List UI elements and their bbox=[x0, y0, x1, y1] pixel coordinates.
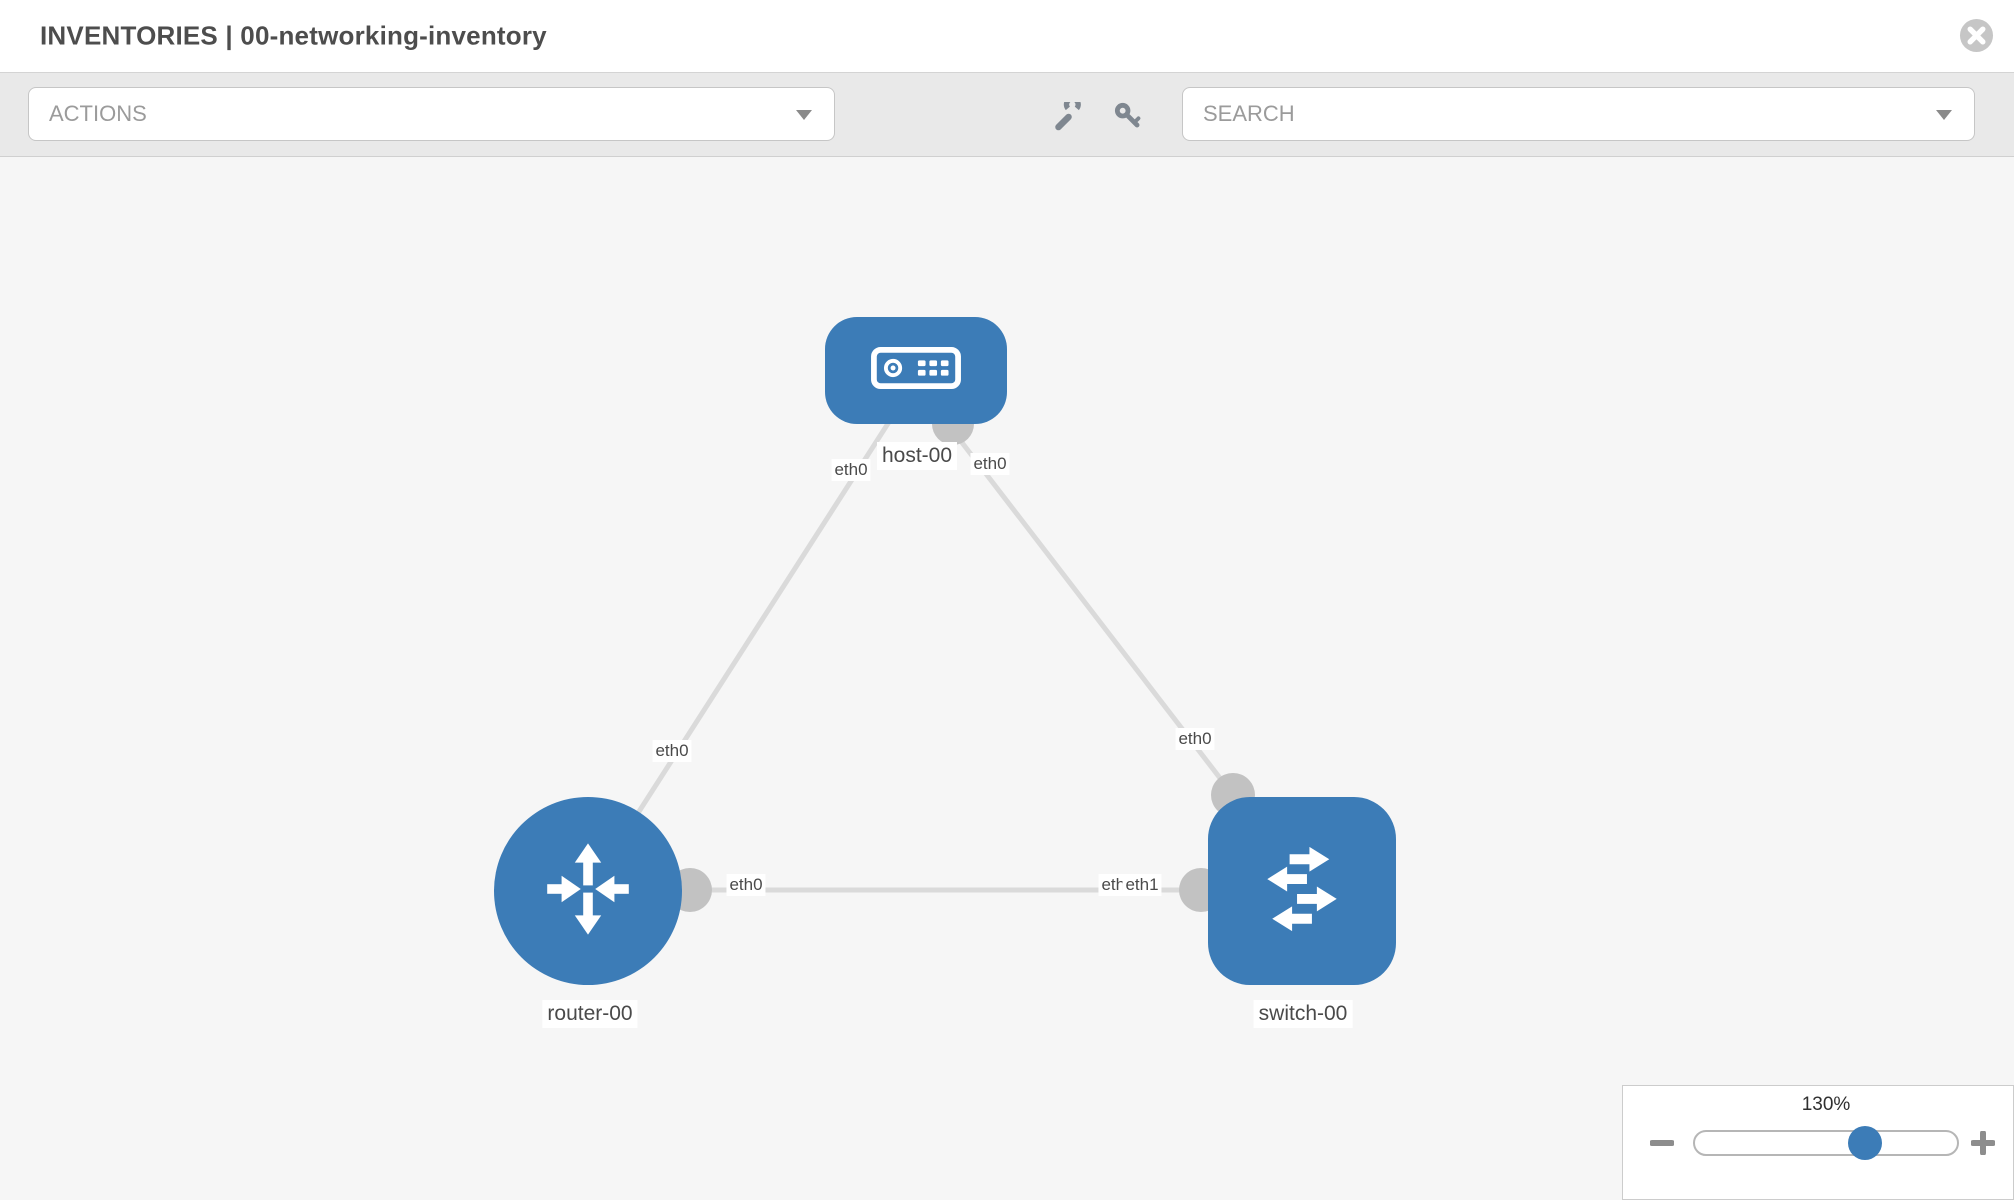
node-label-router-00: router-00 bbox=[542, 1000, 638, 1028]
page-title: INVENTORIES | 00-networking-inventory bbox=[40, 20, 547, 51]
iface-label-host-left: eth0 bbox=[831, 459, 871, 481]
node-switch-00[interactable] bbox=[1208, 797, 1396, 985]
zoom-level-value: 130% bbox=[1801, 1094, 1851, 1115]
zoom-panel: 130% bbox=[1622, 1085, 2014, 1200]
topology-edges bbox=[585, 395, 1302, 912]
search-dropdown-label: SEARCH bbox=[1203, 101, 1295, 126]
actions-dropdown-label: ACTIONS bbox=[49, 101, 147, 126]
credentials-button[interactable] bbox=[1112, 100, 1144, 132]
node-host-00[interactable] bbox=[825, 317, 1007, 424]
node-router-00[interactable] bbox=[494, 797, 682, 985]
iface-label-router-top: eth0 bbox=[652, 740, 692, 762]
close-icon bbox=[1959, 18, 1994, 56]
chevron-down-icon bbox=[1936, 110, 1952, 120]
actions-dropdown[interactable]: ACTIONS bbox=[28, 87, 835, 141]
node-label-host-00: host-00 bbox=[876, 442, 958, 470]
zoom-out-button[interactable] bbox=[1649, 1131, 1675, 1158]
page-header: INVENTORIES | 00-networking-inventory bbox=[0, 0, 2014, 72]
iface-label-switch-left-front: eth1 bbox=[1122, 874, 1162, 896]
topology-canvas[interactable]: host-00 router-00 switch-00 eth0 eth0 et… bbox=[0, 157, 2014, 1200]
close-button[interactable] bbox=[1959, 18, 1994, 53]
host-icon bbox=[870, 346, 962, 395]
zoom-in-button[interactable] bbox=[1970, 1130, 1996, 1158]
zoom-slider-track[interactable] bbox=[1693, 1130, 1959, 1156]
configure-button[interactable] bbox=[1051, 96, 1083, 137]
iface-label-host-right: eth0 bbox=[970, 453, 1010, 475]
iface-label-router-right: eth0 bbox=[726, 874, 766, 896]
chevron-down-icon bbox=[796, 110, 812, 120]
switch-icon bbox=[1240, 827, 1364, 956]
router-icon bbox=[528, 829, 648, 954]
iface-label-switch-top: eth0 bbox=[1175, 728, 1215, 750]
node-label-switch-00: switch-00 bbox=[1253, 1000, 1353, 1028]
key-icon bbox=[1112, 102, 1144, 135]
zoom-slider-handle[interactable] bbox=[1848, 1126, 1882, 1160]
wrench-icon bbox=[1051, 96, 1083, 137]
toolbar: ACTIONS SEARCH bbox=[0, 72, 2014, 157]
search-dropdown[interactable]: SEARCH bbox=[1182, 87, 1975, 141]
plus-icon bbox=[1970, 1130, 1996, 1158]
minus-icon bbox=[1649, 1140, 1675, 1158]
